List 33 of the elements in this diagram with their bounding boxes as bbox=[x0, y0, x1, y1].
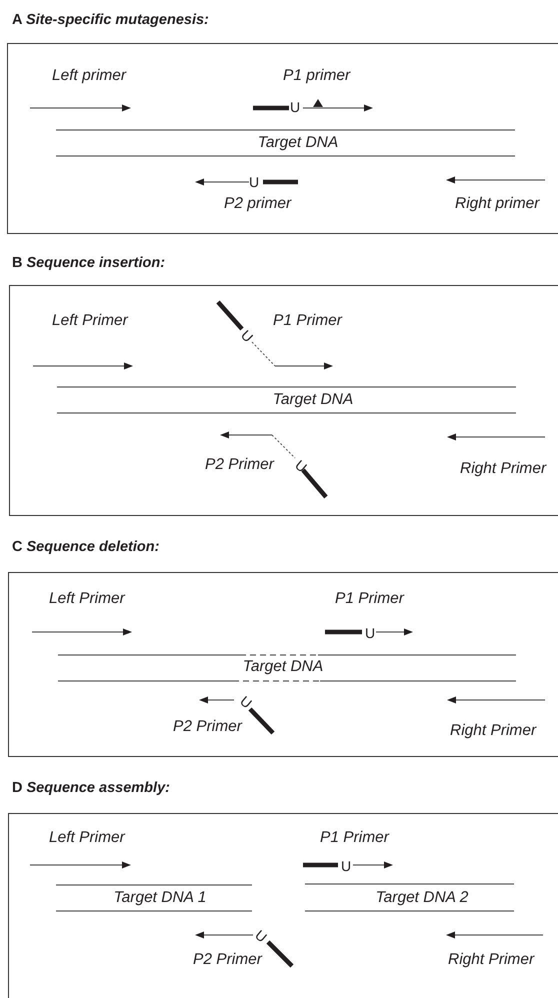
primer-label: P2 primer bbox=[224, 195, 292, 213]
primer-label: P1 Primer bbox=[335, 590, 404, 608]
primer-label: P2 Primer bbox=[193, 951, 262, 969]
dna-label: Target DNA bbox=[258, 134, 338, 152]
dna-label: Target DNA 2 bbox=[376, 889, 468, 907]
panel-heading: C Sequence deletion: bbox=[12, 539, 160, 555]
primer-label: Left Primer bbox=[49, 829, 125, 847]
primer-label: P2 Primer bbox=[173, 718, 242, 736]
primer-label: Right primer bbox=[455, 195, 540, 213]
panel-heading: A Site-specific mutagenesis: bbox=[12, 12, 209, 28]
dna-label: Target DNA bbox=[242, 658, 324, 676]
uracil-mark: U bbox=[341, 859, 352, 873]
primer-label: Left Primer bbox=[52, 312, 128, 330]
primer-label: Right Primer bbox=[460, 460, 546, 478]
panel-heading: B Sequence insertion: bbox=[12, 255, 166, 271]
dna-label: Target DNA bbox=[272, 391, 354, 409]
dna-label: Target DNA 1 bbox=[114, 889, 206, 907]
uracil-mark: U bbox=[249, 175, 260, 189]
uracil-mark: U bbox=[252, 927, 270, 945]
primer-label: P1 Primer bbox=[273, 312, 342, 330]
primer-label: Right Primer bbox=[450, 722, 536, 740]
uracil-mark: U bbox=[290, 100, 300, 114]
primer-label: P2 Primer bbox=[205, 456, 274, 474]
uracil-mark: U bbox=[238, 327, 256, 345]
primer-label: Right Primer bbox=[448, 951, 534, 969]
uracil-mark: U bbox=[238, 693, 254, 711]
panel-heading: D Sequence assembly: bbox=[12, 780, 170, 796]
primer-label: P1 Primer bbox=[320, 829, 389, 847]
uracil-mark: U bbox=[292, 457, 310, 475]
primer-label: Left Primer bbox=[49, 590, 125, 608]
uracil-mark: U bbox=[365, 626, 376, 640]
primer-label: Left primer bbox=[52, 67, 126, 85]
primer-label: P1 primer bbox=[283, 67, 350, 85]
